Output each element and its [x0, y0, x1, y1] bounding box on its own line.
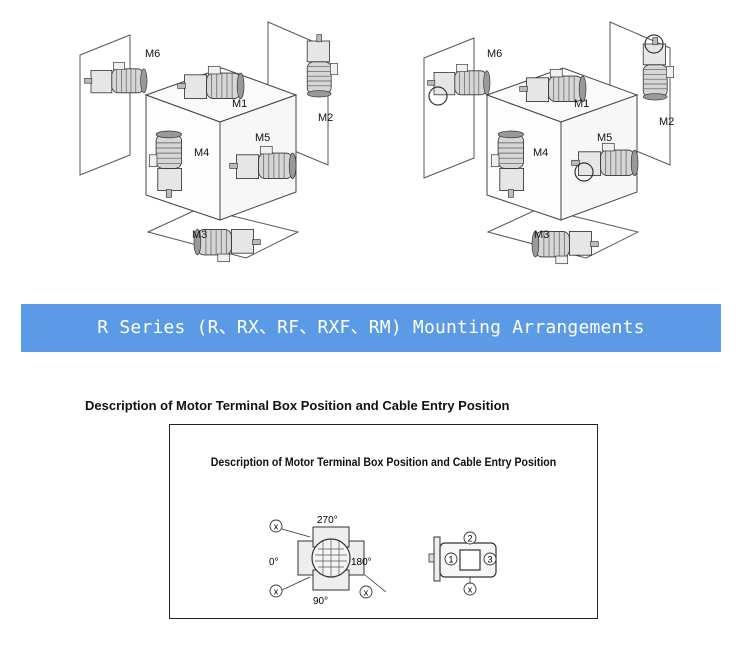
cable-entry-3-label: 3: [487, 555, 492, 565]
terminal-box-title: Description of Motor Terminal Box Positi…: [210, 457, 557, 469]
label-m2-right: M2: [659, 116, 674, 128]
series-banner: R Series (R、RX、RF、RXF、RM) Mounting Arran…: [21, 304, 721, 352]
angle-90-label: 90°: [313, 596, 328, 607]
label-m3-right: M3: [534, 229, 549, 241]
cable-entry-diagram: 1 2 3 x: [428, 531, 497, 596]
mounting-diagram-right: M6 M1 M2 M4 M5 M3: [423, 21, 674, 265]
label-m5-right: M5: [597, 132, 612, 144]
mounting-arrangements-figure: M6 M1 M2 M4 M5 M3 M6 M1 M2 M4 M5 M3: [79, 21, 674, 265]
terminal-angle-diagram: x x x 270° 0° 180° 90°: [269, 515, 387, 607]
section-heading: Description of Motor Terminal Box Positi…: [85, 398, 510, 413]
terminal-position-diagrams: x x x 270° 0° 180° 90° 1 2 3 x: [269, 515, 497, 607]
cable-marker-bottom-right: x: [364, 588, 369, 598]
label-m6-left: M6: [145, 48, 160, 60]
angle-0-label: 0°: [269, 557, 279, 568]
cable-entry-1-label: 1: [448, 555, 453, 565]
angle-180-label: 180°: [351, 557, 372, 568]
label-m2-left: M2: [318, 112, 333, 124]
label-m4-right: M4: [533, 147, 548, 159]
label-m1-right: M1: [574, 98, 589, 110]
cable-marker-bottom-left: x: [274, 587, 279, 597]
banner-title: R Series (R、RX、RF、RXF、RM) Mounting Arran…: [97, 317, 645, 338]
label-m6-right: M6: [487, 48, 502, 60]
angle-270-label: 270°: [317, 515, 338, 526]
cable-entry-marker: x: [468, 585, 473, 595]
label-m4-left: M4: [194, 147, 209, 159]
label-m3-left: M3: [192, 229, 207, 241]
label-m5-left: M5: [255, 132, 270, 144]
terminal-box-frame: Description of Motor Terminal Box Positi…: [169, 424, 598, 619]
cable-marker-top-left: x: [274, 522, 279, 532]
mounting-diagram-left: M6 M1 M2 M4 M5 M3: [79, 21, 339, 263]
label-m1-left: M1: [232, 98, 247, 110]
cable-entry-2-label: 2: [467, 534, 472, 544]
